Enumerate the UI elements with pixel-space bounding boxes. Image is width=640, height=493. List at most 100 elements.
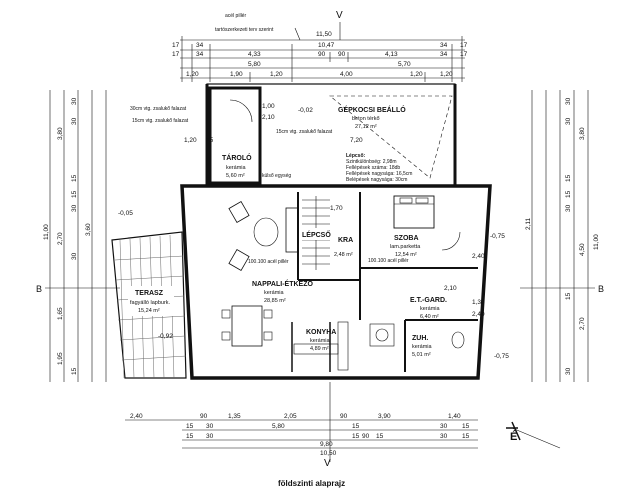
hall-area: 2,48 m² (334, 252, 353, 258)
dim: 17 (460, 42, 468, 49)
kitchen-name: KONYHA (306, 329, 336, 336)
dim: 15 (186, 433, 194, 440)
dim: 1,00 (262, 103, 275, 110)
dim: 90 (200, 413, 208, 420)
garage-floor: beton térkő (352, 116, 380, 122)
dim: 15 (565, 292, 572, 300)
dim: 17 (172, 42, 180, 49)
dim: 4,33 (248, 51, 261, 58)
bottom-dimensions: 2,40 90 1,35 2,05 90 3,90 1,40 15 30 5,8… (125, 382, 478, 469)
bedroom-name: SZOBA (394, 235, 419, 242)
right-dimensions: 11,00 3,80 4,50 2,70 2,11 30 30 15 15 30… (520, 90, 604, 382)
dim: 5,70 (398, 61, 411, 68)
dim: 30 (565, 204, 572, 212)
dim: 1,95 (57, 352, 64, 365)
dim: 15 (462, 433, 470, 440)
dim: 2,10 (262, 114, 275, 121)
storage-room: TÁROLÓ kerámia 5,60 m² 1,20 15 (184, 86, 262, 185)
dim: 15 (462, 423, 470, 430)
dim: 17 (172, 51, 180, 58)
terrace-name: TERASZ (135, 290, 164, 297)
dim: 1,20 (410, 71, 423, 78)
storage-area: 5,60 m² (226, 173, 245, 179)
kitchen-area: 4,89 m² (310, 346, 329, 352)
dim: 17 (460, 51, 468, 58)
left-dimensions: 11,00 3,80 2,70 1,65 1,95 3,60 30 30 15 … (36, 90, 120, 382)
dim: 4,50 (579, 243, 586, 256)
kitchen-floor: kerámia (310, 338, 331, 344)
dim: 1,20 (270, 71, 283, 78)
pillar-note-2: tartószerkezeti terv szerint (215, 27, 274, 33)
dim: 1,90 (230, 71, 243, 78)
steel-column-note: 100.100 acél pillér (368, 258, 409, 264)
north-arrow: É (506, 421, 561, 449)
dim: 30 (440, 433, 448, 440)
dim: 2,40 (130, 413, 143, 420)
dim: 3,60 (85, 223, 92, 236)
dim: 1,70 (330, 205, 343, 212)
dim: 34 (196, 42, 204, 49)
terrace-area: 15,24 m² (138, 308, 160, 314)
dim: 1,35 (228, 413, 241, 420)
garage-level: -0,02 (298, 107, 313, 114)
tech-area: 6,40 m² (420, 314, 439, 320)
garage-area: 27,12 m² (355, 124, 377, 130)
hall-name: KRA (338, 237, 353, 244)
dim: 1,65 (57, 307, 64, 320)
shower-name: ZUH. (412, 335, 428, 342)
level: -0,05 (118, 210, 133, 217)
dim: 9,80 (320, 441, 333, 448)
level: -0,75 (490, 233, 505, 240)
terrace: TERASZ fagyálló lapburk. 15,24 m² -0,05 … (111, 210, 187, 379)
dim: 10,50 (320, 450, 337, 457)
storage-name: TÁROLÓ (222, 153, 252, 162)
living-name: NAPPALI-ÉTKEZŐ (252, 279, 313, 288)
garage-area: GÉPKOCSI BEÁLLÓ beton térkő 27,12 m² -0,… (130, 83, 457, 187)
tech-room: E.T.-GARD. kerámia 6,40 m² 1,30 2,40 2,4… (410, 253, 485, 320)
stair-note: Fellépések nagysága: 16,5cm (346, 171, 412, 177)
dim: 15 (71, 190, 78, 198)
steel-column-note: 100.100 acél pillér (248, 259, 289, 265)
dim: 34 (196, 51, 204, 58)
level: -0,75 (494, 353, 509, 360)
dim: 90 (338, 51, 346, 58)
dim: 2,10 (444, 285, 457, 292)
section-mark-bottom: V (324, 458, 331, 469)
dim: 34 (440, 51, 448, 58)
section-mark-top: V (336, 10, 343, 21)
dim: 90 (340, 413, 348, 420)
dim: 2,11 (525, 217, 532, 230)
stair-note: Belépések nagysága: 30cm (346, 177, 407, 183)
pillar-note-1: acél pillér (225, 13, 246, 19)
dim: 30 (71, 97, 78, 105)
dim: 1,20 (186, 71, 199, 78)
section-mark-left: B (36, 284, 42, 294)
dim: 30 (71, 252, 78, 260)
dim: 30 (565, 367, 572, 375)
tech-name: E.T.-GARD. (410, 297, 447, 304)
dim: 15 (206, 137, 214, 144)
dim: 15 (71, 174, 78, 182)
dim: 3,80 (579, 127, 586, 140)
dim: 4,13 (385, 51, 398, 58)
stair-note: Fellépések száma: 18db (346, 165, 400, 171)
shower-area: 5,01 m² (412, 352, 431, 358)
stair-note-title: Lépcső: (346, 153, 366, 159)
dim: 10,47 (318, 42, 335, 49)
terrace-floor: fagyálló lapburk. (130, 300, 171, 306)
tech-floor: kerámia (420, 306, 441, 312)
hall: KRA 2,48 m² 100.100 acél pillér (334, 237, 409, 264)
living-floor: kerámia (264, 290, 285, 296)
stair-name: LÉPCSŐ (302, 230, 331, 239)
dim: 2,40 (472, 311, 485, 318)
stair: LÉPCSŐ 1,70 (300, 196, 343, 270)
bedroom-area: 12,54 m² (395, 252, 417, 258)
dim: 15 (376, 433, 384, 440)
dim: 90 (362, 433, 370, 440)
bedroom: SZOBA lam.parketta 12,54 m² (390, 195, 461, 258)
dim: 15 (352, 423, 360, 430)
top-dimensions: acél pillér tartószerkezeti terv szerint… (172, 10, 468, 82)
dim: 1,30 (472, 299, 485, 306)
dim: 15 (186, 423, 194, 430)
